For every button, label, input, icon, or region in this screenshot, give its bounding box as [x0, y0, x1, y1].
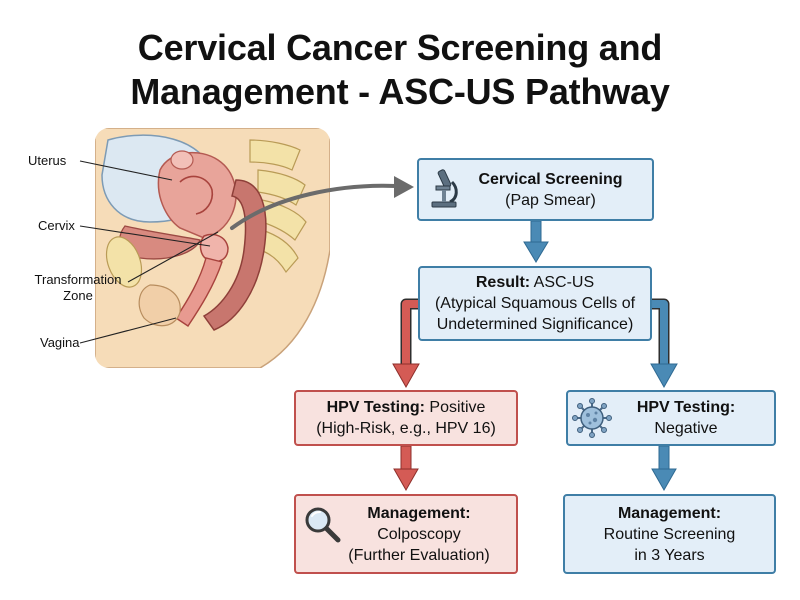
arrow-result-to-hpv-positive [392, 298, 420, 389]
grey-connector-arrow [230, 176, 414, 230]
node-cervical-screening-subtitle: (Pap Smear) [505, 191, 596, 209]
label-cervix: Cervix [38, 218, 75, 233]
label-transformation-zone: Transformation Zone [18, 272, 138, 304]
node-result-line-1: Result: ASC-US [476, 272, 594, 293]
arrow-screening-to-result [523, 220, 549, 263]
pelvic-anatomy-illustration [95, 128, 330, 368]
title-line-2: Management - ASC-US Pathway [130, 71, 670, 112]
arrow-result-to-hpv-negative [650, 298, 678, 389]
node-management-colposcopy-line-3: (Further Evaluation) [348, 546, 490, 564]
node-hpv-negative-bold: HPV Testing: [636, 399, 736, 416]
label-vagina: Vagina [40, 335, 80, 350]
node-management-routine-line-3: in 3 Years [634, 546, 705, 564]
node-hpv-positive-bold: HPV Testing: [326, 399, 425, 416]
node-hpv-positive-value: Positive [429, 399, 486, 416]
node-hpv-negative-line-2: Negative [654, 420, 718, 437]
anatomy-leader-lines [79, 160, 219, 344]
node-hpv-testing-positive: HPV Testing: Positive (High-Risk, e.g., … [294, 390, 518, 446]
arrow-hpv-positive-to-management [393, 445, 419, 492]
node-result-bold: Result: [475, 274, 531, 291]
node-management-colposcopy-line-2: Colposcopy [377, 525, 461, 543]
node-hpv-negative-text: HPV Testing: Negative [607, 397, 735, 439]
node-result-value: ASC-US [533, 274, 595, 291]
node-hpv-positive-line-1: HPV Testing: Positive [327, 397, 486, 418]
arrow-hpv-negative-to-management [651, 445, 677, 492]
node-hpv-positive-line-2: (High-Risk, e.g., HPV 16) [316, 420, 496, 437]
label-transformation-zone-line-2: Zone [63, 288, 93, 303]
node-management-routine-bold: Management: [617, 504, 722, 522]
node-result-line-3: Undetermined Significance) [436, 316, 634, 333]
virus-icon [572, 398, 612, 438]
node-management-routine-line-2: Routine Screening [603, 525, 736, 543]
microscope-icon [431, 169, 458, 208]
node-result-line-2: (Atypical Squamous Cells of [434, 295, 636, 312]
label-transformation-zone-line-1: Transformation [34, 272, 122, 287]
node-management-colposcopy-text: Management: Colposcopy (Further Evaluati… [322, 503, 489, 566]
title-line-1: Cervical Cancer Screening and [137, 27, 663, 68]
label-uterus: Uterus [28, 153, 67, 168]
node-result-asc-us: Result: ASC-US (Atypical Squamous Cells … [418, 266, 652, 341]
diagram-title: Cervical Cancer Screening and Management… [0, 26, 800, 114]
node-management-routine-screening: Management: Routine Screening in 3 Years [563, 494, 776, 574]
magnifying-glass-icon [305, 507, 341, 543]
node-cervical-screening-title: Cervical Screening [478, 170, 623, 188]
node-management-colposcopy-bold: Management: [367, 504, 471, 522]
node-cervical-screening-text: Cervical Screening (Pap Smear) [448, 169, 622, 211]
